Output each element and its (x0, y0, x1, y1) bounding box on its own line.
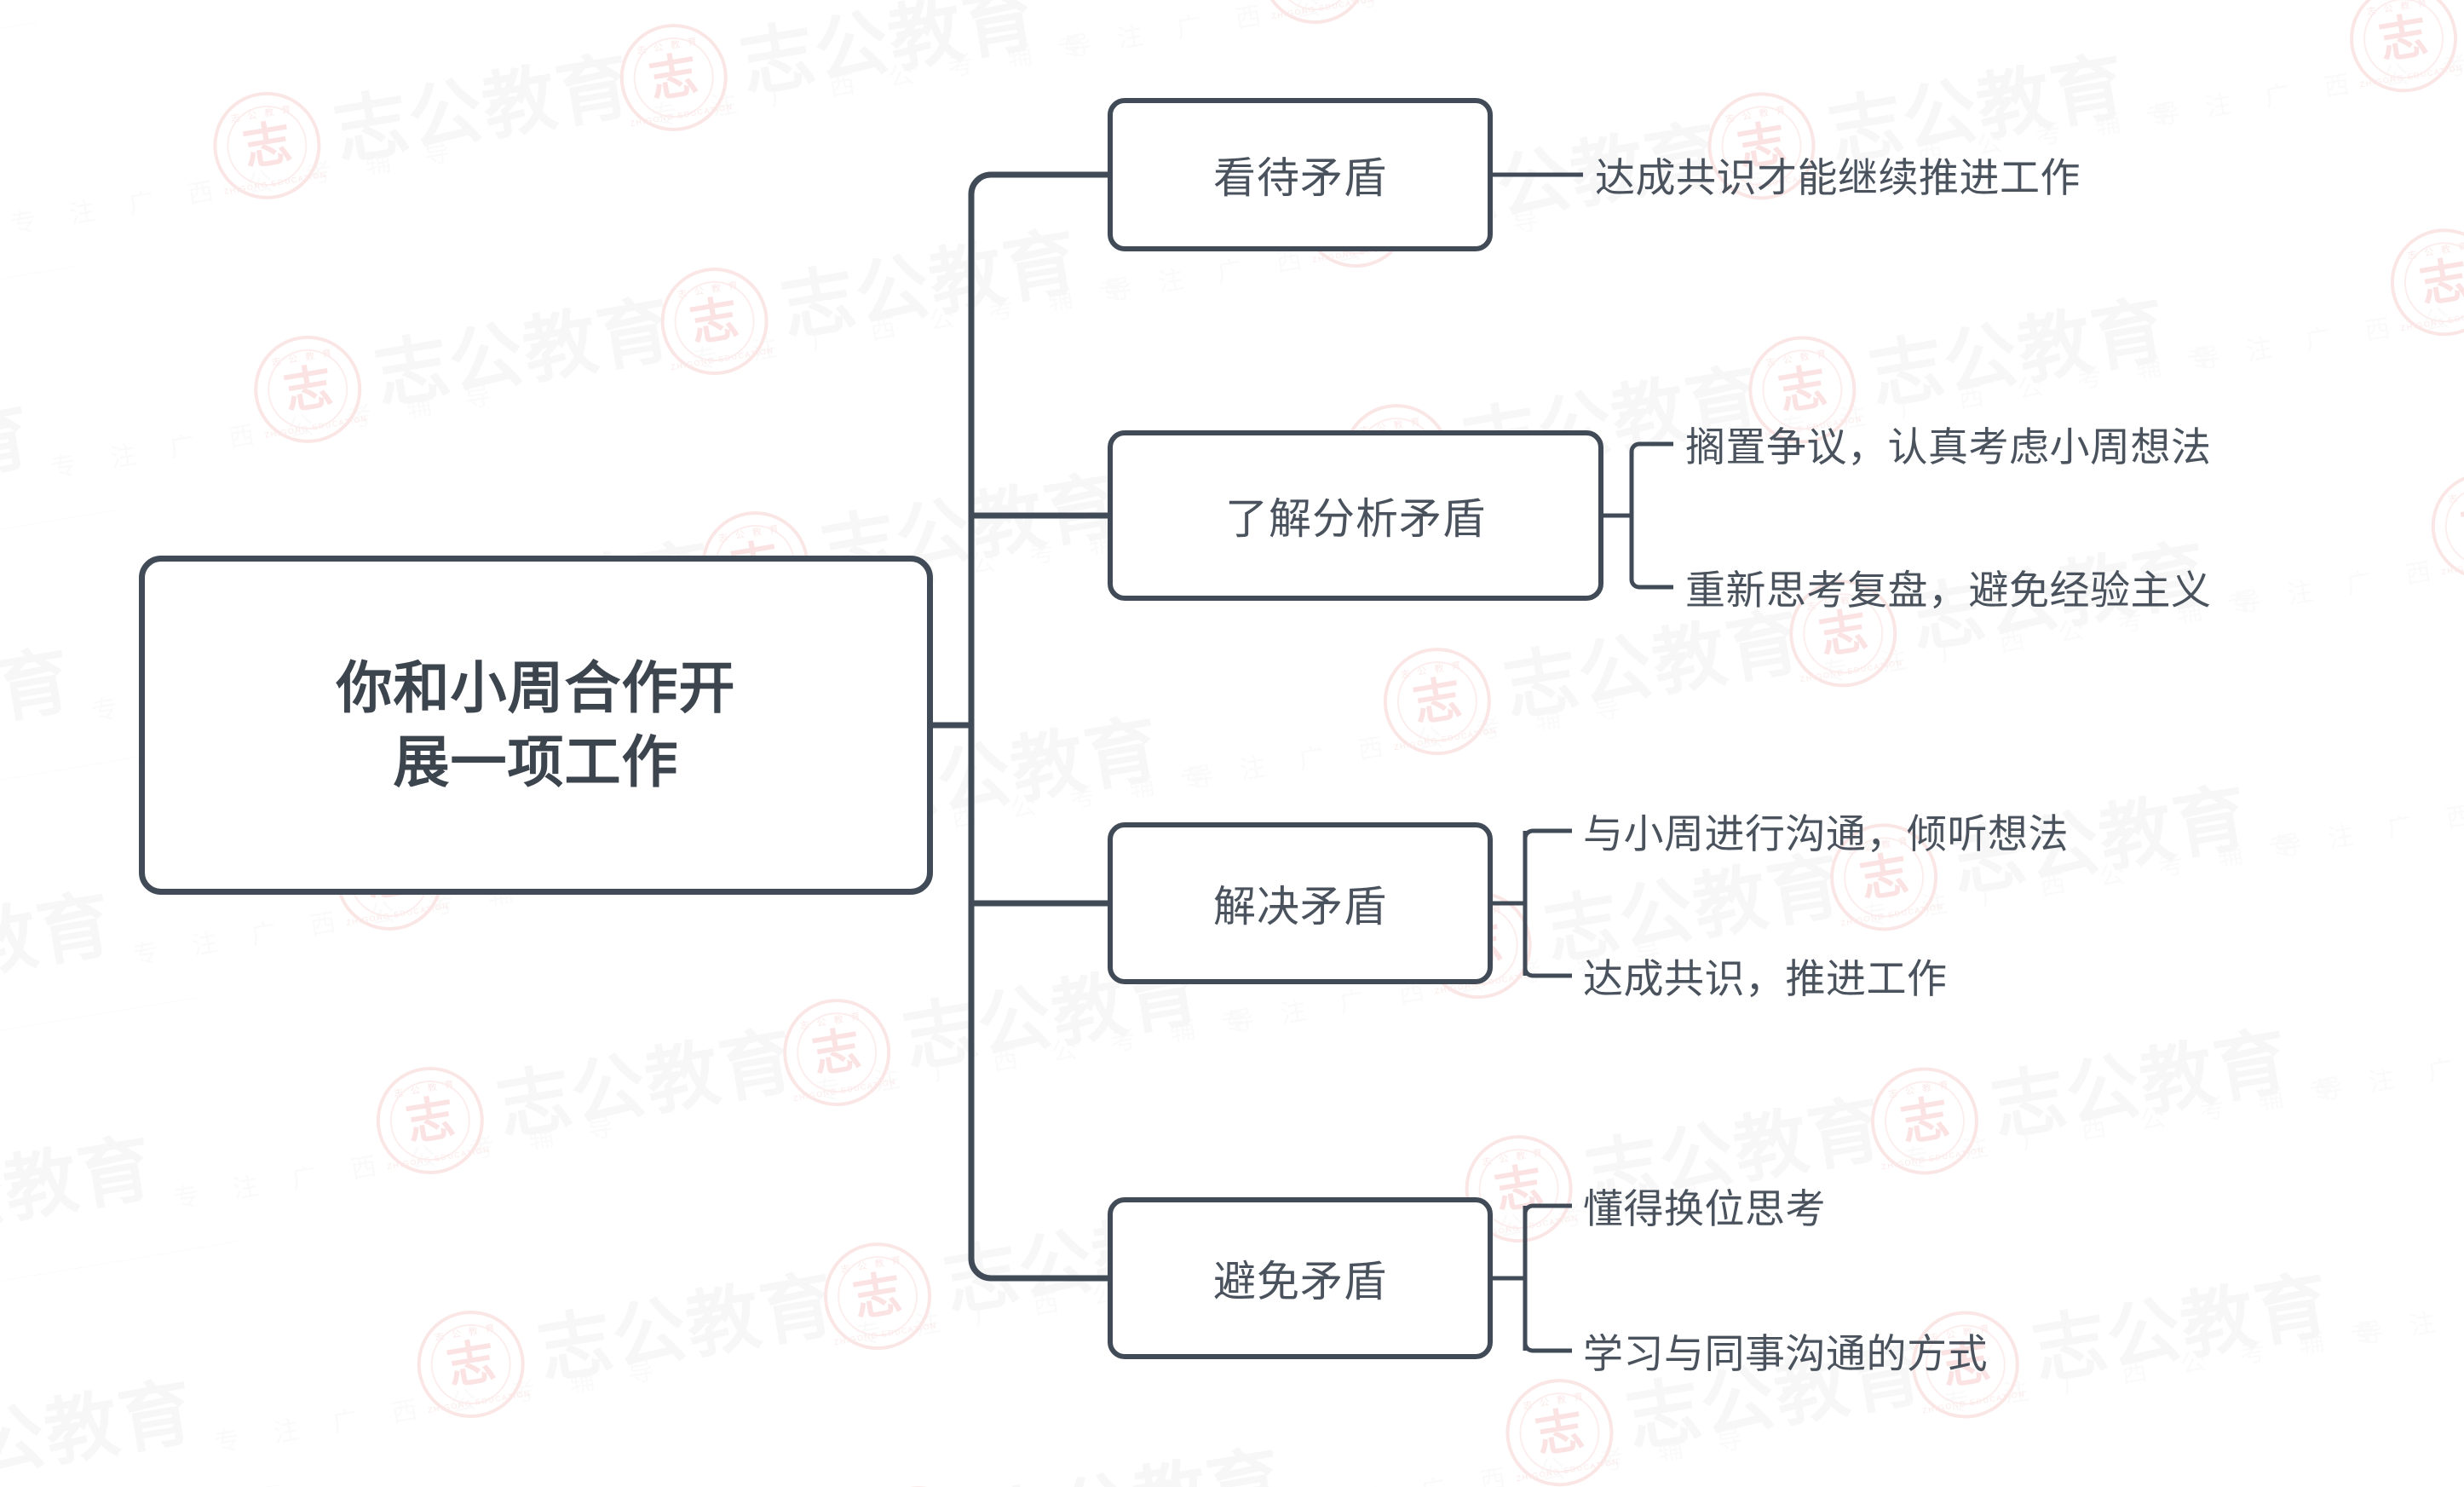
trunk-line (968, 171, 1108, 1282)
leaf-corner-3-2 (1523, 967, 1572, 978)
leaf-label-4-1[interactable]: 懂得换位思考 (1583, 1186, 1826, 1231)
leaf-label-2-1[interactable]: 搁置争议，认真考虑小周想法 (1685, 424, 2212, 470)
root-node-label: 你和小周合作开 展一项工作 (337, 651, 736, 799)
branch-node-1[interactable]: 看待矛盾 (1108, 98, 1493, 251)
branch-node-4[interactable]: 避免矛盾 (1108, 1197, 1493, 1359)
leaf-corner-4-2 (1523, 1342, 1572, 1353)
leaf-corner-3-1 (1523, 828, 1572, 839)
branch-node-2-label: 了解分析矛盾 (1225, 495, 1486, 543)
leaf-corner-2-1 (1629, 441, 1673, 452)
root-node[interactable]: 你和小周合作开 展一项工作 (139, 556, 933, 895)
leaf-label-3-2[interactable]: 达成共识，推进工作 (1583, 956, 1948, 1001)
branch-node-3-label: 解决矛盾 (1213, 883, 1387, 931)
leaf-corner-4-1 (1523, 1203, 1572, 1214)
leaf-label-1-1[interactable]: 达成共识才能继续推进工作 (1595, 155, 2081, 200)
leaf-label-4-2[interactable]: 学习与同事沟通的方式 (1583, 1331, 1988, 1376)
root-node-label-line-2: 展一项工作 (393, 730, 679, 793)
branch-node-2[interactable]: 了解分析矛盾 (1108, 430, 1603, 601)
leaf-corner-2-2 (1629, 579, 1673, 590)
branch-node-3[interactable]: 解决矛盾 (1108, 822, 1493, 984)
branch-node-4-label: 避免矛盾 (1213, 1258, 1387, 1305)
branch-node-1-label: 看待矛盾 (1213, 154, 1387, 202)
leaf-label-3-1[interactable]: 与小周进行沟通，倾听想法 (1583, 811, 2069, 856)
root-node-label-line-1: 你和小周合作开 (336, 655, 736, 719)
leaf-label-2-2[interactable]: 重新思考复盘，避免经验主义 (1685, 568, 2212, 613)
